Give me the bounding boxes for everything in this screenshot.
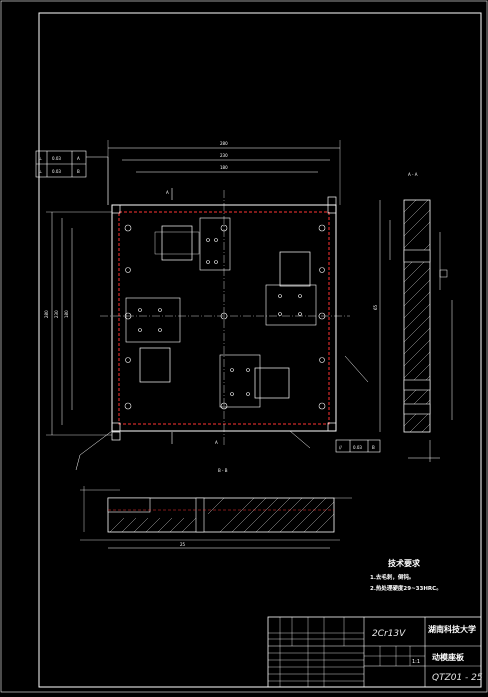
parallel-frame: // 0.03 B <box>335 439 381 453</box>
title-block-drawing-number: QTZ01 - 25 <box>432 673 483 683</box>
parallel-datum: B <box>372 445 375 450</box>
tol-2-value: 0.03 <box>52 169 61 174</box>
bottom-section-view: B - B 25 <box>80 468 352 549</box>
side-section-label: A - A <box>408 172 418 177</box>
tol-2-datum: B <box>77 169 80 174</box>
dim-inner-height: 230 <box>54 310 59 318</box>
tech-title: 技术要求 <box>388 558 421 568</box>
tol-1-symbol: ⊥ <box>39 156 43 161</box>
dim-overall-width: 280 <box>220 141 228 146</box>
tol-2-symbol: ⊥ <box>39 169 43 174</box>
title-block: 2Cr13V 湖南科技大学 动模座板 QTZ01 - 25 1:1 <box>267 616 483 688</box>
title-block-part-name: 动模座板 <box>432 652 465 662</box>
tol-1-value: 0.03 <box>52 156 61 161</box>
tolerance-frames: ⊥ 0.03 A ⊥ 0.03 B <box>35 150 109 205</box>
title-block-scale: 1:1 <box>412 659 420 665</box>
cut-label-a-top: A <box>166 190 169 195</box>
dim-hole-span: 180 <box>220 165 228 170</box>
bottom-section-label: B - B <box>218 468 228 473</box>
dim-inner-width: 230 <box>220 153 228 158</box>
side-section-view: A - A 65 <box>373 172 453 462</box>
plan-view: 280 230 180 280 230 180 <box>44 140 369 471</box>
dim-center-span: 180 <box>64 310 69 318</box>
dim-side-total: 65 <box>373 304 378 310</box>
title-block-material: 2Cr13V <box>372 629 406 639</box>
dim-bottom-span: 25 <box>180 542 186 547</box>
parallel-symbol: // <box>339 445 342 450</box>
parallel-value: 0.03 <box>353 445 362 450</box>
cut-label-a-bottom: A <box>215 440 218 445</box>
tech-item-2: 2.热处理硬度29~33HRC。 <box>370 584 442 592</box>
tol-1-datum: A <box>77 156 80 161</box>
inner-border <box>38 12 482 688</box>
title-block-school: 湖南科技大学 <box>428 624 476 634</box>
technical-requirements: 技术要求 1.去毛刺，倒钝。 2.热处理硬度29~33HRC。 <box>370 558 442 592</box>
dim-overall-height: 280 <box>44 310 49 318</box>
tech-item-1: 1.去毛刺，倒钝。 <box>370 573 414 581</box>
